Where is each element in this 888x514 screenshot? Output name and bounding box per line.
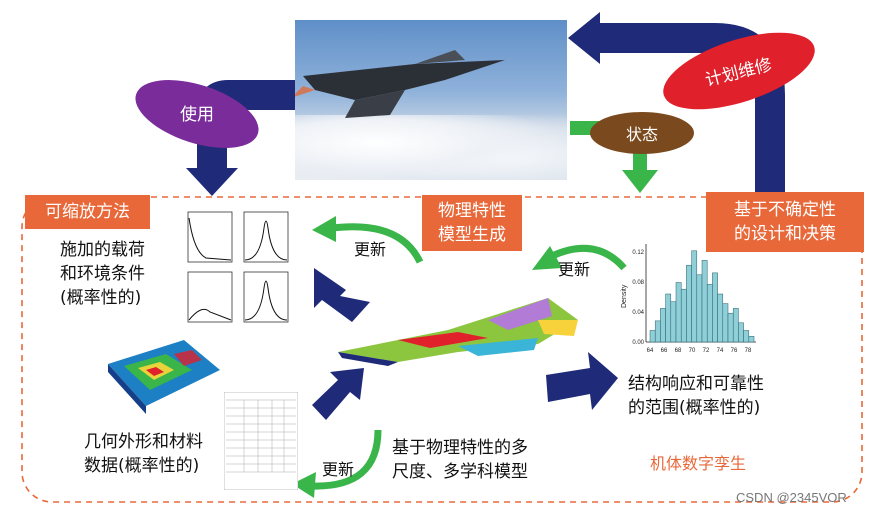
arrow-model-to-response — [546, 352, 618, 410]
use-arrowhead — [186, 168, 238, 196]
multiscale-jet-model — [338, 298, 578, 366]
histogram-bar — [727, 312, 734, 343]
update-label-right: 更新 — [558, 260, 591, 279]
uncertainty-design-label: 基于不确定性 的设计和决策 — [734, 200, 836, 244]
histogram-bar — [712, 272, 718, 343]
histogram-y-tick: 0.00 — [632, 340, 644, 346]
histogram-bar — [722, 303, 729, 343]
scalable-methods-box: 可缩放方法 — [25, 195, 150, 229]
state-ellipse — [590, 112, 694, 154]
update-arrowhead-right — [532, 246, 562, 270]
update-label-bottom: 更新 — [322, 460, 355, 479]
uncertainty-design-box: 基于不确定性 的设计和决策 — [706, 192, 864, 252]
histogram-bar — [743, 330, 750, 343]
histogram-bar — [706, 284, 713, 343]
histogram-bar — [748, 335, 755, 343]
update-arc-bottom — [311, 429, 382, 490]
geometry-text: 几何外形和材料 数据(概率性的) — [84, 432, 203, 476]
histogram-bar — [654, 320, 661, 343]
histogram-ylabel: Density — [621, 284, 628, 308]
use-label: 使用 — [180, 105, 214, 125]
update-arrowhead-bottom — [292, 472, 316, 498]
state-label: 状态 — [625, 125, 658, 144]
data-table-thumbnail — [224, 392, 298, 490]
histogram-x-tick: 74 — [717, 348, 724, 354]
histogram-y-tick: 0.12 — [632, 250, 644, 256]
arrow-loads-to-model — [314, 268, 370, 322]
maintenance-arrowhead — [568, 12, 600, 64]
digital-twin-label: 机体数字孪生 — [650, 454, 747, 473]
histogram-bar — [680, 288, 687, 343]
histogram-bar — [670, 301, 677, 343]
histogram-bar — [675, 282, 682, 343]
histogram-bar — [691, 250, 698, 343]
state-arrowhead — [622, 170, 658, 193]
fem-mesh-thumbnail — [108, 340, 220, 414]
histogram-bar — [717, 293, 724, 343]
update-arc-top — [331, 223, 424, 264]
histogram-x-tick: 78 — [745, 348, 752, 354]
update-arrowhead-top — [312, 216, 336, 242]
histogram-bar — [696, 274, 703, 343]
histogram-y-tick: 0.04 — [632, 310, 644, 316]
cloud-layer — [295, 115, 567, 180]
physics-model-label: 物理特性 模型生成 — [438, 201, 506, 245]
histogram-bar — [686, 264, 692, 343]
watermark: CSDN @2345VOR — [736, 490, 847, 505]
histogram-x-tick: 64 — [647, 348, 654, 354]
scalable-methods-label: 可缩放方法 — [45, 202, 130, 222]
histogram-y-tick: 0.08 — [632, 280, 644, 286]
histogram-x-tick: 66 — [661, 348, 668, 354]
histogram-bar — [738, 322, 744, 343]
arrow-geometry-to-model — [312, 368, 364, 420]
histogram-bar — [649, 330, 656, 343]
hypersonic-jet-icon — [295, 50, 505, 118]
histogram-x-tick: 72 — [703, 348, 710, 354]
physics-model-box: 物理特性 模型生成 — [422, 195, 522, 251]
response-text: 结构响应和可靠性 的范围(概率性的) — [628, 374, 764, 418]
histogram-bar — [732, 308, 739, 343]
histogram-x-tick: 68 — [675, 348, 682, 354]
multiscale-text: 基于物理特性的多 尺度、多学科模型 — [392, 438, 528, 482]
histogram-bar — [701, 260, 708, 343]
histogram-bar — [665, 293, 672, 343]
histogram-bar — [660, 308, 666, 343]
probability-plots-thumbnail — [176, 208, 294, 330]
histogram-x-tick: 76 — [731, 348, 738, 354]
aircraft-photo — [295, 20, 567, 180]
loads-text: 施加的载荷 和环境条件 (概率性的) — [60, 240, 145, 308]
response-histogram: Density 64 66 68 70 72 74 76 78 0.00 0.04 0.08 0.1… — [621, 244, 756, 354]
histogram-x-tick: 70 — [689, 348, 696, 354]
update-arc-right — [550, 244, 627, 271]
update-label-top: 更新 — [354, 240, 387, 259]
